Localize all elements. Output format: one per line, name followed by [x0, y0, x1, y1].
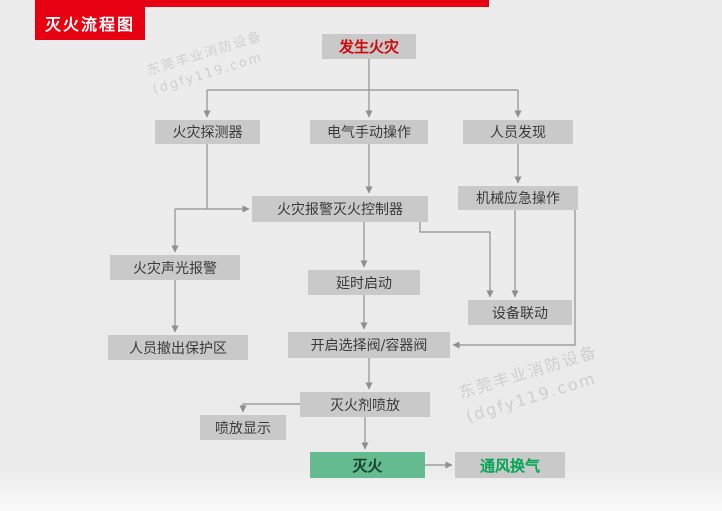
node-extinguish: 灭火 [310, 452, 425, 478]
node-sound-light-alarm: 火灾声光报警 [110, 255, 240, 280]
node-agent-discharge: 灭火剂喷放 [300, 392, 430, 417]
node-delayed-start: 延时启动 [308, 270, 420, 295]
node-discharge-display: 喷放显示 [200, 415, 286, 440]
node-personnel-evacuate: 人员撤出保护区 [108, 335, 248, 360]
node-fire-detector: 火灾探测器 [155, 120, 260, 144]
connector-arrow [239, 403, 300, 413]
node-fire-alarm-controller: 火灾报警灭火控制器 [252, 196, 428, 222]
node-mechanical-emergency-operation: 机械应急操作 [458, 186, 578, 210]
node-fire-occurs: 发生火灾 [322, 34, 416, 59]
node-equipment-linkage: 设备联动 [468, 300, 572, 325]
node-electric-manual-operation: 电气手动操作 [310, 120, 428, 144]
node-personnel-discovery: 人员发现 [463, 120, 573, 144]
top-red-bar [35, 0, 489, 7]
node-ventilation: 通风换气 [455, 452, 565, 478]
connector-arrow [452, 210, 576, 349]
connector-arrow [419, 222, 494, 298]
page-title: 灭火流程图 [35, 7, 146, 40]
node-open-valves: 开启选择阀/容器阀 [288, 332, 450, 358]
